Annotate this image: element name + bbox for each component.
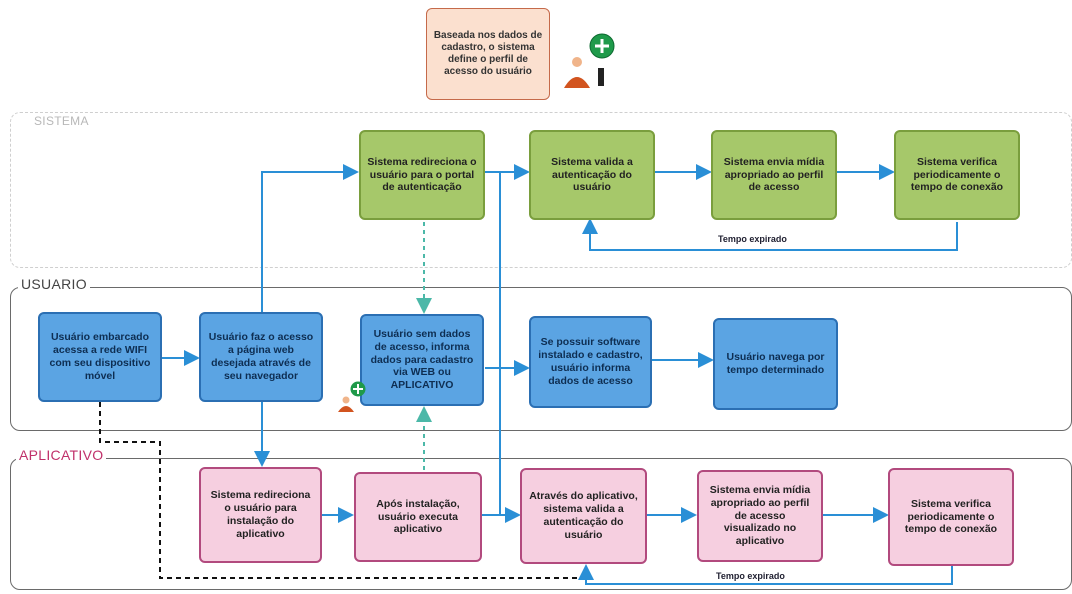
aplicativo-tempo-expirado-label: Tempo expirado: [716, 571, 785, 581]
usuario-embarcado: Usuário embarcado acessa a rede WIFI com…: [38, 312, 162, 402]
sistema-redireciona-portal: Sistema redireciona o usuário para o por…: [359, 130, 485, 220]
lane-usuario-label: USUARIO: [18, 276, 90, 292]
lane-sistema-label: SISTEMA: [34, 114, 89, 128]
usuario-acesso-pagina: Usuário faz o acesso a página web deseja…: [199, 312, 323, 402]
user-add-small-icon: [336, 380, 370, 419]
lane-aplicativo-label: APLICATIVO: [16, 447, 107, 463]
aplicativo-envia-midia: Sistema envia mídia apropriado ao perfil…: [697, 470, 823, 562]
sistema-verifica: Sistema verifica periodicamente o tempo …: [894, 130, 1020, 220]
user-add-icon: [560, 32, 624, 101]
aplicativo-atraves: Através do aplicativo, sistema valida a …: [520, 468, 647, 564]
sistema-tempo-expirado-label: Tempo expirado: [718, 234, 787, 244]
aplicativo-verifica: Sistema verifica periodicamente o tempo …: [888, 468, 1014, 566]
aplicativo-apos-instalacao: Após instalação, usuário executa aplicat…: [354, 472, 482, 562]
note-box: Baseada nos dados de cadastro, o sistema…: [426, 8, 550, 100]
sistema-valida: Sistema valida a autenticação do usuário: [529, 130, 655, 220]
usuario-se-possuir: Se possuir software instalado e cadastro…: [529, 316, 652, 408]
aplicativo-redireciona-instalacao: Sistema redireciona o usuário para insta…: [199, 467, 322, 563]
usuario-navega: Usuário navega por tempo determinado: [713, 318, 838, 410]
sistema-envia-midia: Sistema envia mídia apropriado ao perfil…: [711, 130, 837, 220]
usuario-sem-dados: Usuário sem dados de acesso, informa dad…: [360, 314, 484, 406]
